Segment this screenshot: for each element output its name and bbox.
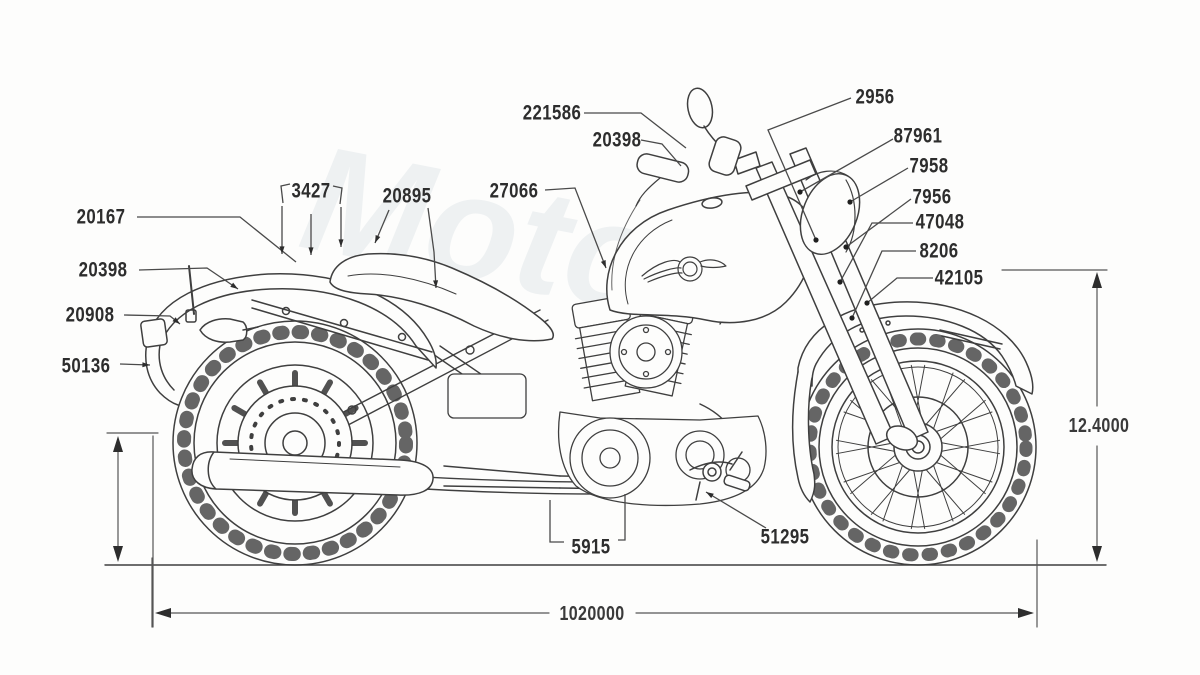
antenna: [188, 265, 195, 315]
callout-label-7956: 7956: [912, 185, 952, 209]
fuel-tank: [606, 191, 814, 324]
leader-line: [705, 491, 767, 529]
callout-label-2956: 2956: [855, 85, 895, 109]
callout-label-50136: 50136: [61, 354, 111, 378]
leader-arrowhead: [706, 492, 714, 499]
leader-arrowhead: [230, 282, 238, 289]
headlight: [799, 170, 861, 255]
leader-line: [544, 187, 607, 269]
leader-arrowhead: [338, 239, 344, 247]
leader-dot: [847, 199, 853, 205]
callout-label-20167: 20167: [76, 205, 126, 229]
leader-arrowhead: [600, 260, 606, 268]
callout-label-20398-left: 20398: [78, 258, 128, 282]
rear-turn-signal: [199, 318, 248, 343]
callout-label-51295: 51295: [760, 525, 810, 549]
leader-line: [849, 167, 909, 203]
callout-label-221586: 221586: [522, 101, 582, 125]
callout-label-7958: 7958: [909, 154, 949, 178]
leader-line: [640, 139, 682, 167]
leader-line: [138, 267, 239, 290]
leader-line: [584, 112, 687, 149]
callout-label-87961: 87961: [893, 124, 943, 148]
leader-arrowhead: [308, 247, 314, 255]
dimension-front-height: 12.4000: [1068, 415, 1130, 437]
callout-label-5915: 5915: [571, 535, 611, 559]
callout-label-8206: 8206: [919, 239, 959, 263]
leader-line: [280, 183, 291, 204]
leader-dot: [849, 315, 855, 321]
callout-label-27066: 27066: [489, 179, 539, 203]
engine: [447, 289, 767, 507]
leader-dot: [837, 279, 843, 285]
leader-line: [851, 250, 916, 319]
leader-dot: [864, 300, 870, 306]
leader-line: [866, 277, 933, 304]
leader-line: [767, 97, 852, 241]
handlebar: [611, 87, 742, 291]
callout-label-42105: 42105: [934, 266, 984, 290]
leader-arrowhead: [279, 246, 285, 254]
seat: [329, 252, 554, 342]
leader-line: [123, 314, 181, 325]
callout-label-20895: 20895: [382, 184, 432, 208]
foot-controls: [689, 451, 751, 501]
leader-line: [332, 185, 343, 205]
tail-light: [140, 318, 168, 348]
dimension-overall-length: 1020000: [559, 603, 625, 625]
muffler: [191, 451, 434, 496]
leader-dot: [797, 189, 803, 195]
leader-dot: [843, 244, 849, 250]
leader-line: [839, 222, 913, 283]
leader-line: [549, 500, 564, 543]
leader-dot: [813, 237, 819, 243]
leader-arrowhead: [172, 317, 180, 324]
leader-line: [137, 216, 297, 263]
leader-arrowhead: [433, 280, 439, 288]
leader-line: [799, 138, 894, 193]
dimension-lines: [106, 269, 1108, 628]
callout-label-3427: 3427: [291, 179, 331, 203]
tank-emblem: [641, 256, 727, 283]
leader-arrowhead: [375, 235, 381, 243]
leader-line: [427, 207, 437, 289]
callout-label-20908: 20908: [65, 303, 115, 327]
air-cleaner: [609, 315, 683, 389]
rear-fender: [140, 265, 437, 406]
front-fender: [791, 301, 1034, 503]
callout-label-47048: 47048: [915, 210, 965, 234]
leader-arrowhead: [142, 362, 150, 368]
callout-label-20398-top: 20398: [592, 128, 642, 152]
leader-line: [618, 494, 626, 541]
